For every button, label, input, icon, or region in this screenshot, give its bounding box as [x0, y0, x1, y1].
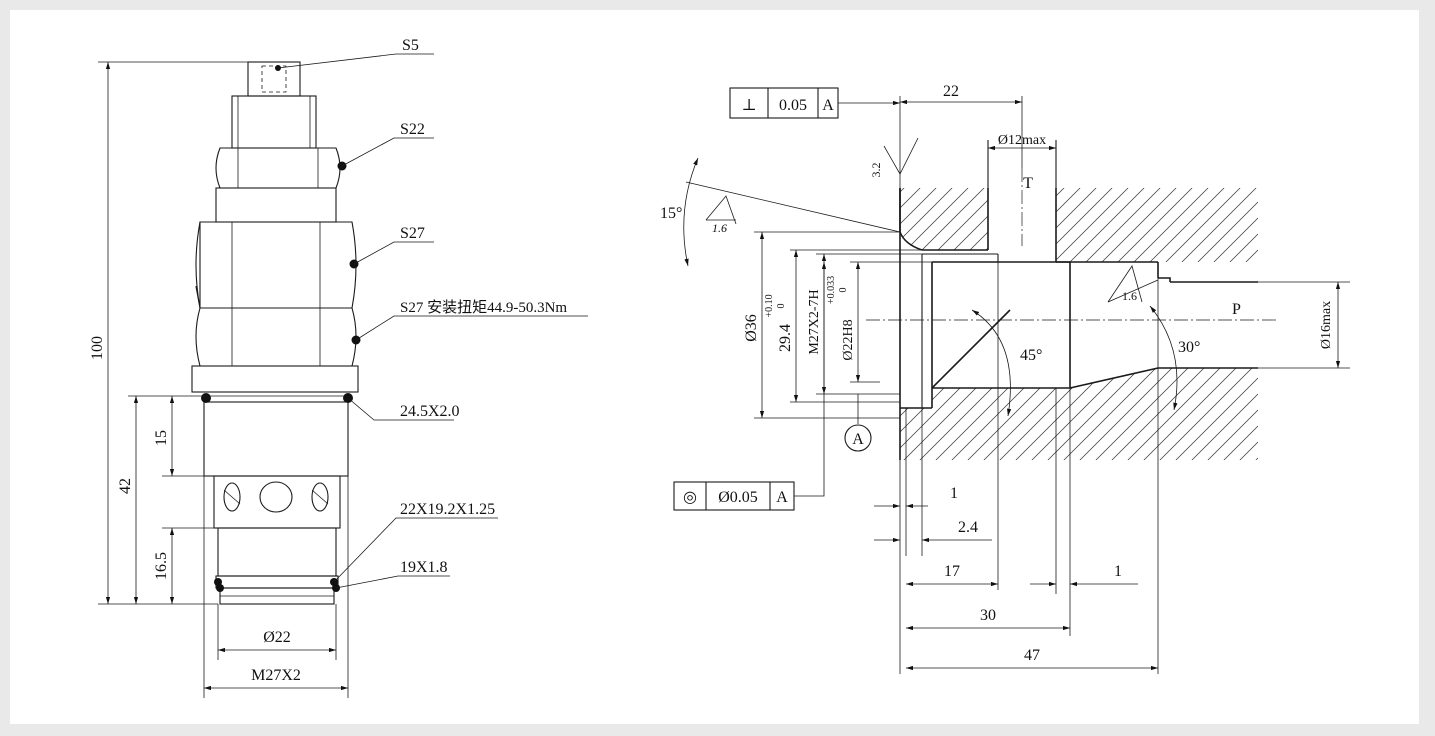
- hatch-line: [973, 188, 1258, 460]
- roughness-1-6-a: 1.6: [712, 221, 727, 235]
- hatch-line: [1358, 180, 1419, 470]
- hatch-line: [941, 188, 1233, 460]
- hatch-line: [1069, 188, 1258, 460]
- hatch-line: [1278, 180, 1419, 470]
- hatch-line: [900, 188, 1105, 460]
- dim-42: 42: [117, 478, 134, 494]
- hatch-line: [989, 188, 1258, 460]
- dim-dia22: Ø22: [263, 629, 291, 646]
- dim-dia22h8: Ø22H8: [841, 319, 856, 360]
- dim-47: 47: [1024, 647, 1040, 664]
- hatch-line: [1005, 188, 1258, 460]
- cavity-section-view: ⊥ 0.05 A 22 Ø12max T 3.2 15° 1.6 Ø36: [590, 83, 1419, 674]
- fcf-perp-datum: A: [822, 97, 834, 114]
- label-oring-19: 19X1.8: [400, 559, 448, 576]
- hatch-line: [1149, 188, 1258, 460]
- hatch-line: [900, 188, 913, 460]
- hatch-line: [1165, 188, 1258, 460]
- hatch-line: [900, 188, 1185, 460]
- dim-16-5: 16.5: [153, 552, 170, 580]
- tol-29-4-upper: +0.10: [764, 294, 775, 317]
- dim-thread-m27: M27X2: [251, 667, 301, 684]
- label-s27: S27: [400, 225, 425, 242]
- label-s27-torque: S27 安装扭矩44.9-50.3Nm: [400, 299, 567, 316]
- fcf-conc-tol: Ø0.05: [718, 489, 758, 506]
- hatch-line: [1101, 188, 1258, 460]
- dim-17: 17: [944, 563, 960, 580]
- hatch-line: [900, 188, 1009, 460]
- hatch-line: [1021, 188, 1258, 460]
- hatch-line: [900, 188, 1073, 460]
- tol-29-4-lower: 0: [776, 304, 787, 309]
- hatch-line: [1262, 180, 1419, 470]
- dim-dia16max: Ø16max: [1319, 301, 1334, 349]
- roughness-1-6-b: 1.6: [1122, 289, 1137, 303]
- port-t: T: [1023, 175, 1033, 192]
- hatch-line: [1053, 188, 1258, 460]
- hatch-line: [1133, 188, 1258, 460]
- datum-a: A: [852, 431, 864, 448]
- hatch-line: [900, 188, 1121, 460]
- hatch-line: [900, 188, 1025, 460]
- dim-dia12max: Ø12max: [998, 133, 1046, 148]
- hatch-line: [1294, 180, 1419, 470]
- label-oring-22: 22X19.2X1.25: [400, 501, 495, 518]
- label-s22: S22: [400, 121, 425, 138]
- technical-drawing: S5 S22 S27 S27 安装扭矩44.9-50.3Nm 24.5X2.0 …: [89, 37, 1419, 698]
- fcf-conc-datum: A: [776, 489, 788, 506]
- angle-15: 15°: [660, 205, 682, 222]
- hatch-line: [1406, 180, 1419, 470]
- tol-22-upper: +0.033: [826, 276, 837, 304]
- hatch-line: [909, 188, 1201, 460]
- tol-22-lower: 0: [838, 288, 849, 293]
- fcf-perpendicularity: ⊥ 0.05 A: [729, 87, 900, 119]
- hatch-line: [1037, 188, 1258, 460]
- hatch-line: [900, 188, 993, 460]
- port-p: P: [1232, 301, 1241, 318]
- dim-overall-length: 100: [89, 336, 106, 360]
- fcf-perp-tol: 0.05: [779, 97, 807, 114]
- dim-22: 22: [943, 83, 959, 100]
- angle-45: 45°: [1020, 347, 1042, 364]
- perpendicularity-icon: ⊥: [741, 97, 756, 114]
- dim-29-4: 29.4: [777, 324, 794, 352]
- hatch-line: [900, 188, 1137, 460]
- label-s5: S5: [402, 37, 419, 54]
- hatch-line: [1342, 180, 1419, 470]
- dim-1-b: 1: [1114, 563, 1122, 580]
- hatch-line: [1390, 180, 1419, 470]
- angle-30: 30°: [1178, 339, 1200, 356]
- label-oring-24-5: 24.5X2.0: [400, 403, 460, 420]
- dim-1-a: 1: [950, 485, 958, 502]
- hatch-line: [590, 180, 880, 470]
- hatch-line: [1117, 188, 1258, 460]
- hatch-line: [900, 188, 961, 460]
- hatch-line: [925, 188, 1217, 460]
- hatch-line: [1374, 180, 1419, 470]
- cartridge-valve-view: S5 S22 S27 S27 安装扭矩44.9-50.3Nm 24.5X2.0 …: [89, 37, 588, 698]
- hatch-line: [1213, 188, 1258, 460]
- hatch-line: [900, 188, 1153, 460]
- hatch-line: [1181, 188, 1258, 460]
- dim-dia36: Ø36: [743, 314, 760, 342]
- concentricity-icon: ◎: [683, 489, 697, 506]
- hatch-line: [1326, 180, 1419, 470]
- hatch-line: [957, 188, 1249, 460]
- dim-30: 30: [980, 607, 996, 624]
- dim-15: 15: [153, 430, 170, 446]
- fcf-concentricity: ◎ Ø0.05 A: [673, 262, 827, 511]
- roughness-3-2: 3.2: [869, 163, 883, 178]
- drawing-sheet: S5 S22 S27 S27 安装扭矩44.9-50.3Nm 24.5X2.0 …: [10, 10, 1419, 724]
- hatch-line: [1197, 188, 1258, 460]
- hatch-line: [900, 188, 977, 460]
- dim-2-4: 2.4: [958, 519, 978, 536]
- dim-thread-m27-7h: M27X2-7H: [807, 289, 822, 354]
